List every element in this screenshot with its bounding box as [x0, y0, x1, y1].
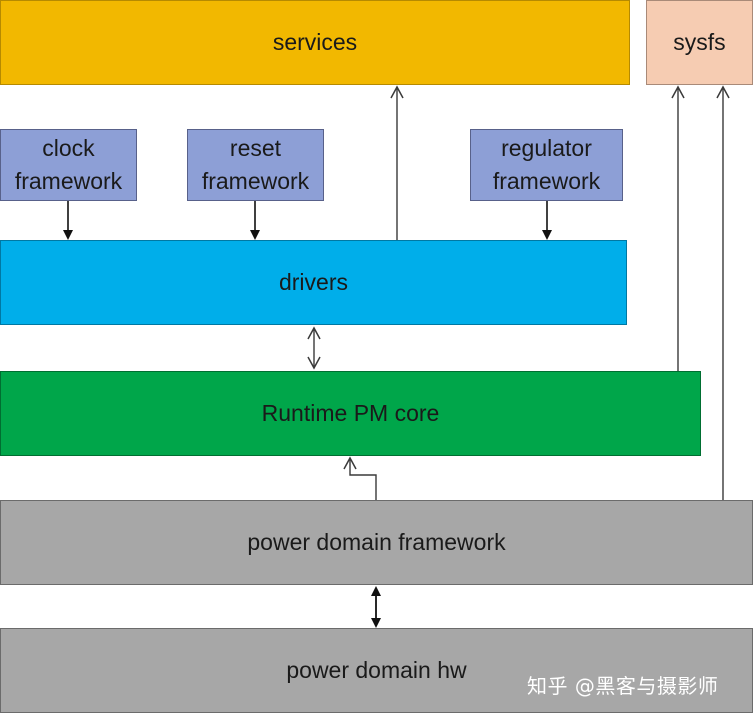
sysfs-block: sysfs — [646, 0, 753, 85]
power-domain-hw-block: power domain hw — [0, 628, 753, 713]
services-label: services — [272, 29, 358, 55]
reset-framework-block: reset framework — [187, 129, 324, 201]
regulator-framework-label: regulator framework — [492, 135, 601, 194]
power-domain-hw-label: power domain hw — [286, 657, 467, 683]
drivers-block: drivers — [0, 240, 627, 325]
regulator-framework-block: regulator framework — [470, 129, 623, 201]
runtime-pm-core-label: Runtime PM core — [261, 400, 440, 426]
drivers-label: drivers — [278, 269, 348, 295]
reset-framework-label: reset framework — [201, 135, 310, 194]
arrow-pdf-to-rpm — [343, 456, 377, 500]
runtime-pm-core-block: Runtime PM core — [0, 371, 701, 456]
power-domain-framework-block: power domain framework — [0, 500, 753, 585]
watermark: 知乎 @黑客与摄影师 — [527, 674, 719, 698]
power-domain-framework-label: power domain framework — [247, 529, 506, 555]
sysfs-label: sysfs — [673, 29, 726, 55]
services-block: services — [0, 0, 630, 85]
clock-framework-block: clock framework — [0, 129, 137, 201]
clock-framework-label: clock framework — [14, 135, 123, 194]
